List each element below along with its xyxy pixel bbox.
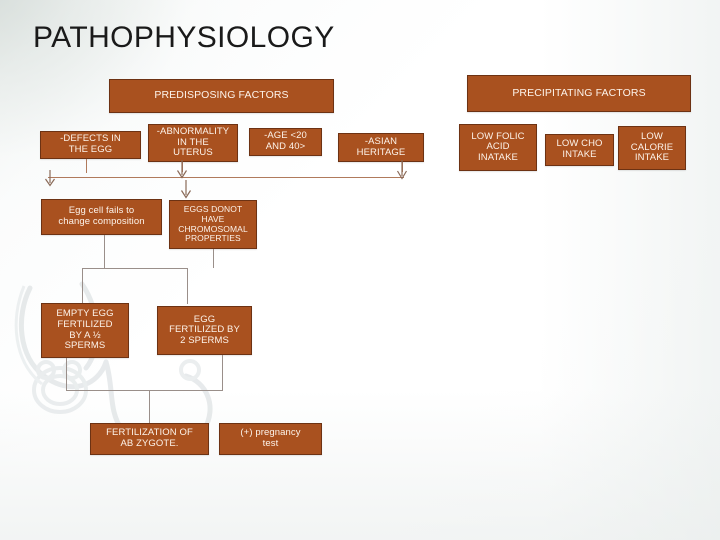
node-abnormality-in-the-uterus[interactable]: -ABNORMALITY IN THE UTERUS xyxy=(148,124,238,162)
node-age[interactable]: -AGE <20 AND 40> xyxy=(249,128,322,156)
connector-bottom-bus xyxy=(66,390,223,391)
node-asian-heritage[interactable]: -ASIAN HERITAGE xyxy=(338,133,424,162)
node-label: (+) pregnancy test xyxy=(240,427,301,449)
node-predisposing-factors[interactable]: PREDISPOSING FACTORS xyxy=(109,79,334,113)
node-precipitating-factors[interactable]: PRECIPITATING FACTORS xyxy=(467,75,691,112)
connector-empty-egg-down xyxy=(66,358,67,390)
connector-eggcell-down xyxy=(104,235,105,268)
node-label: LOW CALORIE INTAKE xyxy=(630,131,674,164)
connector-asian-stub xyxy=(402,162,403,172)
node-low-cho-intake[interactable]: LOW CHO INTAKE xyxy=(545,134,614,166)
node-label: PRECIPITATING FACTORS xyxy=(512,86,646,99)
connector-horizontal-bus xyxy=(48,177,404,178)
connector-mid-bus-to-egg2sperms xyxy=(187,268,188,304)
node-label: -ASIAN HERITAGE xyxy=(356,135,406,158)
node-egg-cell-fails[interactable]: Egg cell fails to change composition xyxy=(41,199,162,235)
arrow-down-asian xyxy=(396,160,408,180)
node-fertilization-of-ab-zygote[interactable]: FERTILIZATION OF AB ZYGOTE. xyxy=(90,423,209,455)
connector-egg2sperms-down xyxy=(222,355,223,390)
page-title: PATHOPHYSIOLOGY xyxy=(33,21,335,54)
connector-mid-bus xyxy=(104,268,187,269)
arrow-down-to-eggs-donot xyxy=(180,180,192,199)
connector-eggsdonot-down xyxy=(213,249,214,268)
node-eggs-donot-have-chromosomal-properties[interactable]: EGGS DONOT HAVE CHROMOSOMAL PROPERTIES xyxy=(169,200,257,249)
connector-mid-bus-left xyxy=(82,268,105,269)
node-pregnancy-test[interactable]: (+) pregnancy test xyxy=(219,423,322,455)
connector-abnormality-stub xyxy=(182,162,183,172)
arrow-down-abnormality xyxy=(176,160,188,179)
node-empty-egg-fertilized[interactable]: EMPTY EGG FERTILIZED BY A ½ SPERMS xyxy=(41,303,129,358)
connector-bottom-bus-to-zygote xyxy=(149,390,150,423)
node-label: EGG FERTILIZED BY 2 SPERMS xyxy=(169,313,240,346)
node-label: LOW CHO INTAKE xyxy=(556,138,603,160)
node-label: EGGS DONOT HAVE CHROMOSOMAL PROPERTIES xyxy=(178,204,248,244)
node-label: -DEFECTS IN THE EGG xyxy=(60,133,121,155)
node-label: FERTILIZATION OF AB ZYGOTE. xyxy=(106,427,193,449)
connector-mid-bus-to-empty-egg xyxy=(82,268,83,304)
background-tint-bottom xyxy=(0,390,720,540)
node-label: EMPTY EGG FERTILIZED BY A ½ SPERMS xyxy=(56,308,114,352)
arrow-down-to-egg-cell xyxy=(45,170,55,187)
node-defects-in-the-egg[interactable]: -DEFECTS IN THE EGG xyxy=(40,131,141,159)
node-label: PREDISPOSING FACTORS xyxy=(154,89,289,102)
connector-defects-stub xyxy=(86,159,87,173)
node-label: Egg cell fails to change composition xyxy=(58,205,145,227)
node-label: -ABNORMALITY IN THE UTERUS xyxy=(156,126,230,159)
node-label: LOW FOLIC ACID INATAKE xyxy=(471,130,525,163)
node-low-calorie-intake[interactable]: LOW CALORIE INTAKE xyxy=(618,126,686,170)
node-egg-fertilized-by-2-sperms[interactable]: EGG FERTILIZED BY 2 SPERMS xyxy=(157,306,252,355)
node-low-folic-acid-intake[interactable]: LOW FOLIC ACID INATAKE xyxy=(459,124,537,171)
node-label: -AGE <20 AND 40> xyxy=(264,130,307,152)
